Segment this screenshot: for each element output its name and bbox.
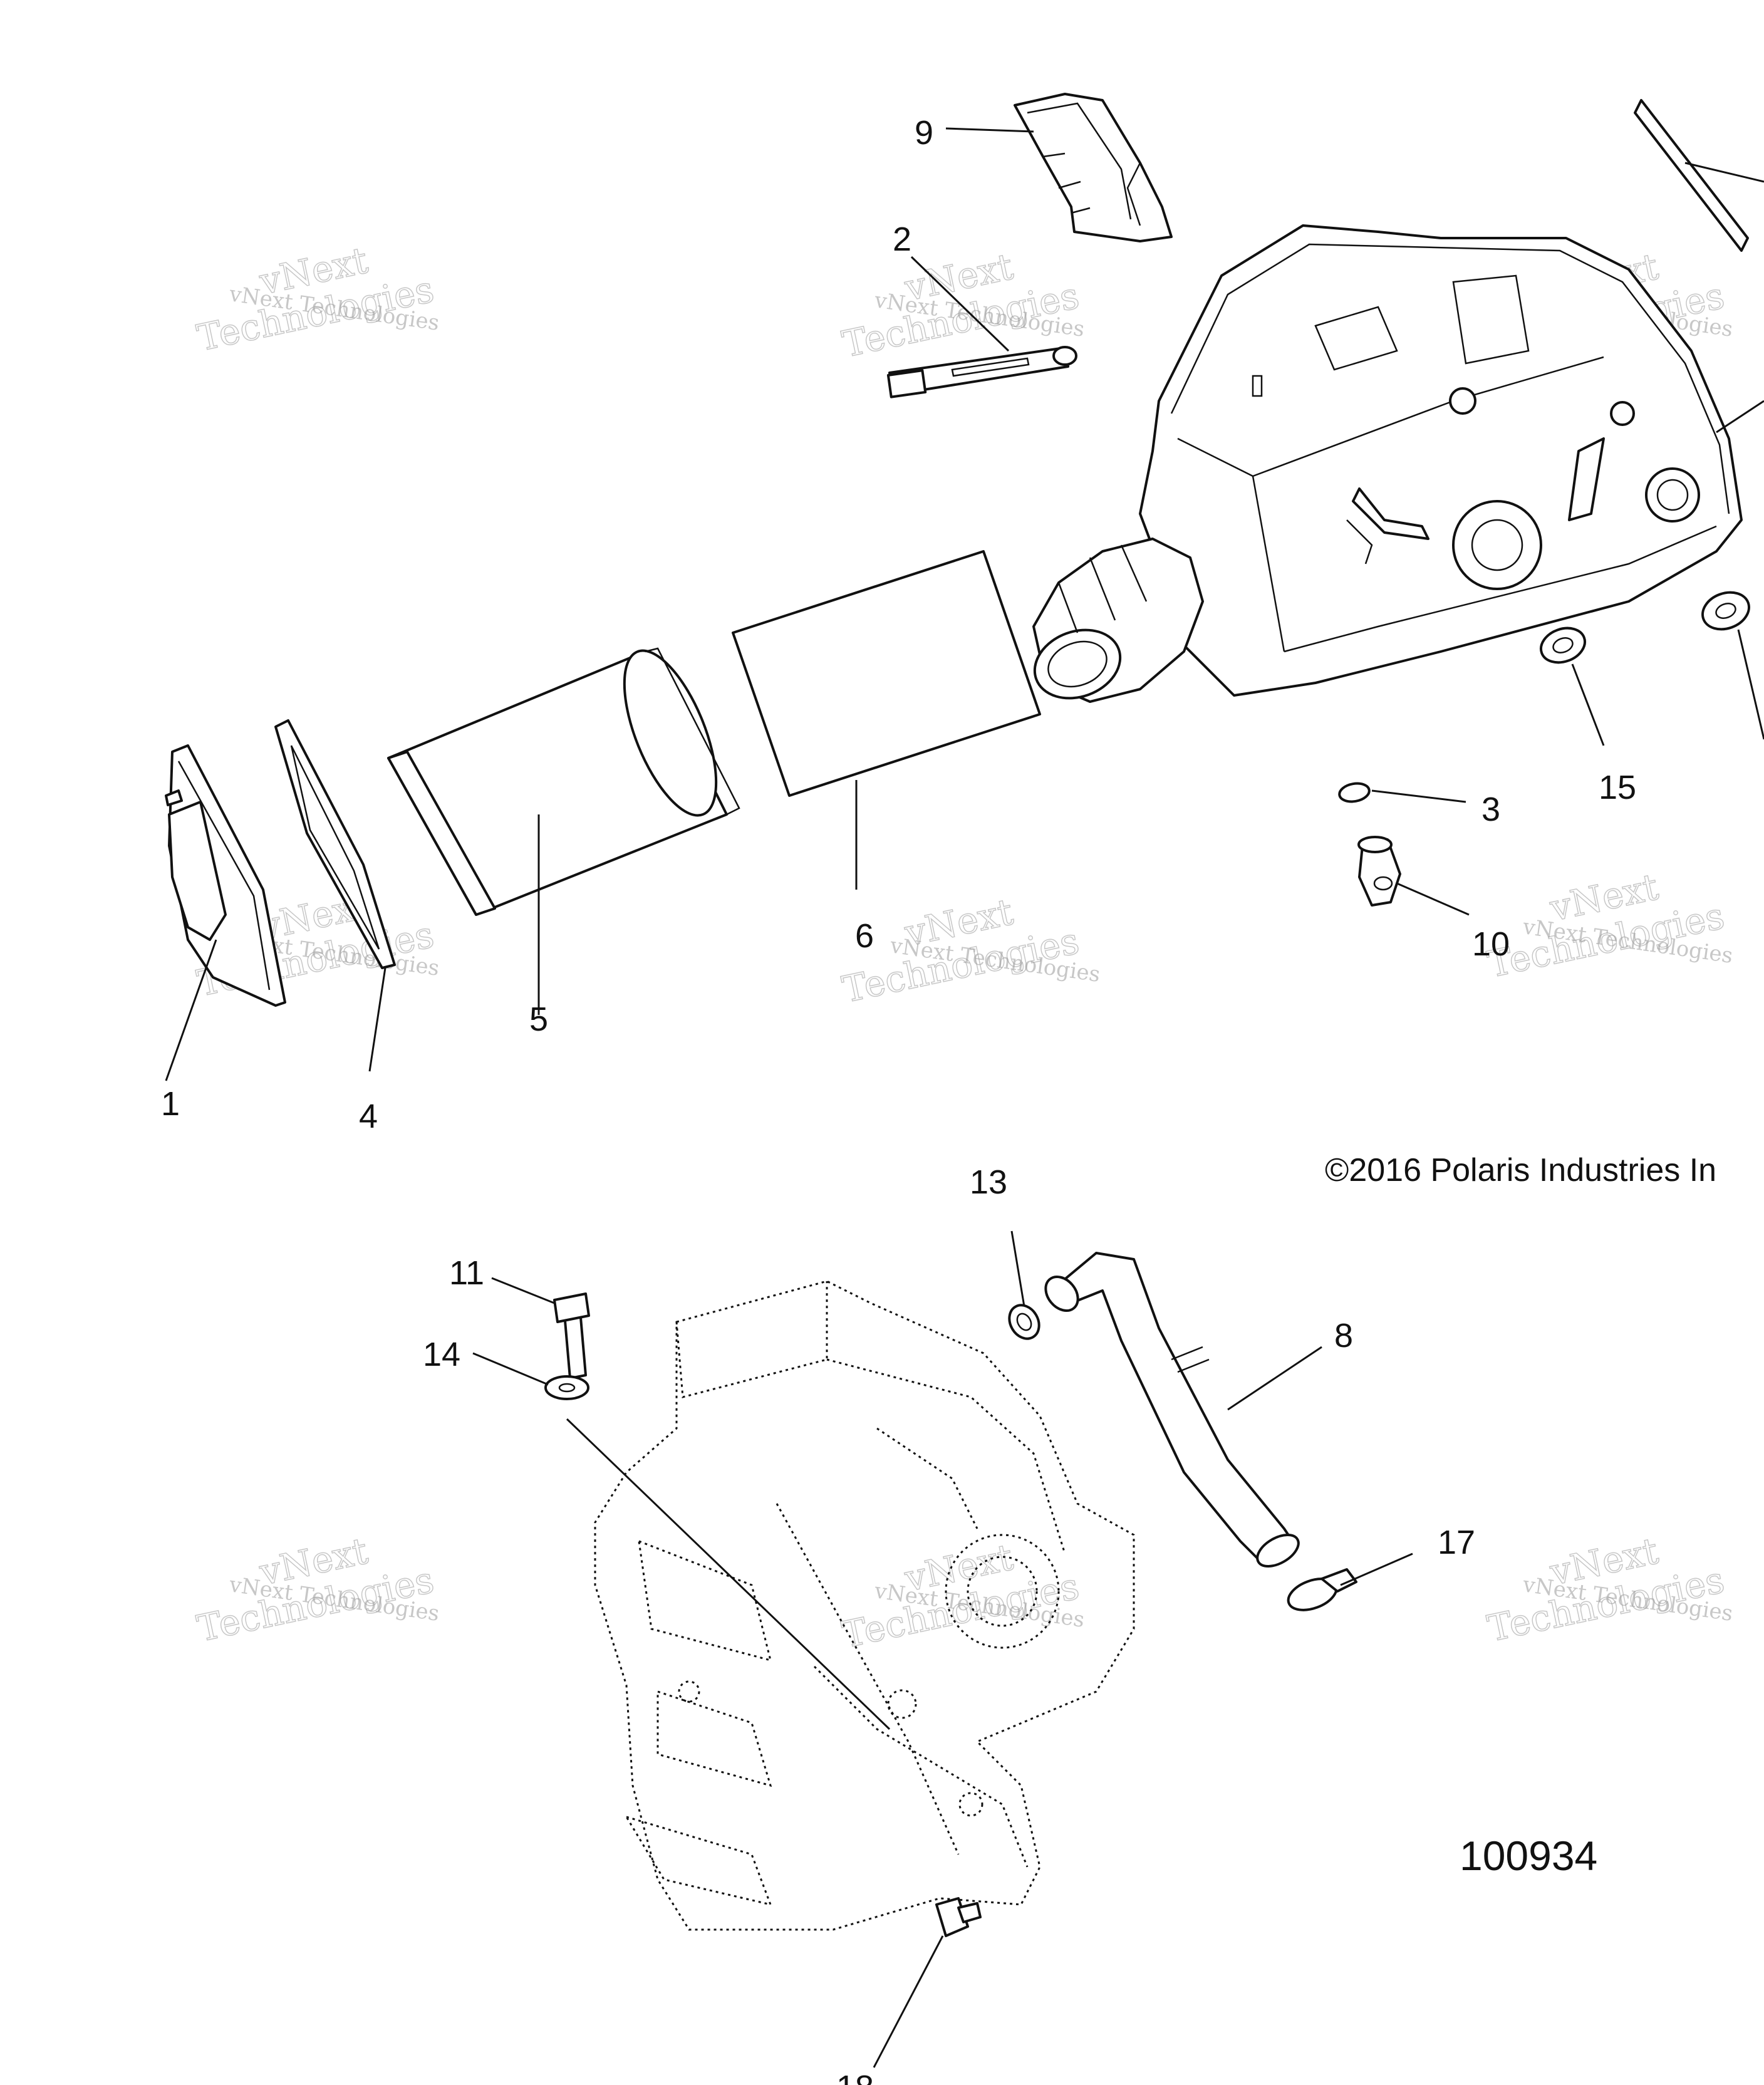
- part-17-clamp: [1287, 1568, 1357, 1611]
- callout-18: 18: [836, 2069, 874, 2085]
- part-18-bolt: [935, 1897, 982, 1937]
- part-2-strap: [886, 346, 1077, 398]
- callout-8: 8: [1334, 1317, 1353, 1354]
- watermark-low-right: Technologies vNext vNext Technologies: [1483, 1529, 1735, 1650]
- callout-9: 9: [915, 114, 933, 152]
- part-5-filter: [387, 647, 740, 916]
- watermark-mid-center: Technologies vNext vNext Technologies: [838, 890, 1102, 1011]
- callout-5: 5: [529, 1001, 548, 1038]
- part-1-cover: [165, 744, 286, 1007]
- callout-13: 13: [970, 1163, 1007, 1201]
- callout-6: 6: [855, 917, 874, 955]
- part-13-clamp: [1008, 1304, 1040, 1340]
- part-8-hose: [1044, 1252, 1300, 1568]
- callout-11: 11: [449, 1254, 484, 1292]
- part-11-bolt: [553, 1292, 590, 1380]
- part-14-washer: [544, 1375, 589, 1400]
- engine-reference: [594, 1280, 1135, 1931]
- part-4-gasket: [274, 719, 396, 969]
- leader-lines: [165, 127, 1764, 2068]
- callout-4: 4: [359, 1098, 378, 1135]
- callout-14: 14: [423, 1336, 460, 1373]
- airbox-housing: [1032, 99, 1764, 703]
- watermark-low-left: Technologies vNext vNext Technologies: [193, 1529, 441, 1650]
- callout-3: 3: [1481, 791, 1500, 828]
- part-10-drain-valve: [1357, 836, 1401, 907]
- watermark-mid-right: Technologies vNext vNext Technologies: [1483, 865, 1735, 986]
- callout-15: 15: [1599, 769, 1636, 806]
- watermark-top-left: Technologies vNext vNext Technologies: [193, 238, 441, 360]
- part-16-grommet: [1701, 591, 1750, 631]
- copyright-text: ©2016 Polaris Industries In: [1325, 1152, 1716, 1188]
- drawing-number: 100934: [1460, 1833, 1597, 1879]
- callout-17: 17: [1438, 1524, 1475, 1561]
- callout-2: 2: [893, 221, 911, 258]
- part-6-prefilter: [732, 550, 1041, 797]
- part-15-grommet: [1540, 627, 1586, 664]
- part-9-cover: [1014, 93, 1173, 242]
- watermark-top-center: Technologies vNext vNext Technologies: [838, 244, 1086, 366]
- callout-1: 1: [161, 1085, 180, 1123]
- callout-10: 10: [1472, 925, 1510, 963]
- watermark-low-center: Technologies vNext vNext Technologies: [838, 1535, 1086, 1656]
- part-3-oring: [1338, 782, 1371, 803]
